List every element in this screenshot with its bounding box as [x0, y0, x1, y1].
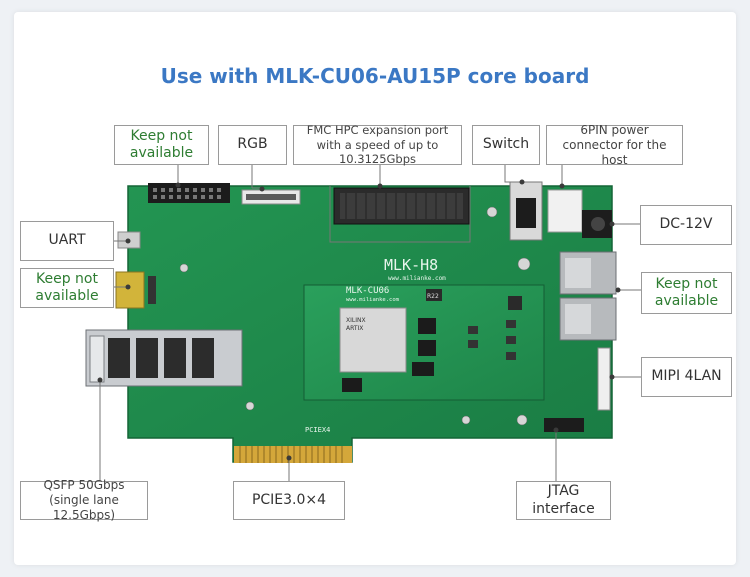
label-pcie: PCIE3.0×4 [233, 481, 345, 520]
label-jtag: JTAG interface [516, 481, 611, 520]
label-keep-not-available-right: Keep not available [641, 272, 732, 314]
label-rgb: RGB [218, 125, 287, 165]
page-title: Use with MLK-CU06-AU15P core board [160, 64, 590, 88]
label-6pin-power: 6PIN power connector for the host [546, 123, 683, 167]
label-uart: UART [20, 221, 114, 261]
label-keep-not-available-top: Keep not available [114, 125, 209, 165]
label-qsfp: QSFP 50Gbps (single lane 12.5Gbps) [20, 478, 148, 522]
label-switch: Switch [472, 125, 540, 165]
qsfp-cage [85, 329, 243, 387]
label-dc-12v: DC-12V [640, 205, 732, 245]
carrier-silkscreen: MLK-H8 [384, 256, 438, 274]
power-6pin-connector [547, 189, 583, 233]
label-fmc: FMC HPC expansion port with a speed of u… [293, 123, 462, 166]
svg-text:www.milianke.com: www.milianke.com [346, 297, 400, 303]
fpga-chip [339, 307, 407, 373]
svg-text:www.milianke.com: www.milianke.com [388, 275, 446, 282]
mipi-connector [597, 347, 611, 411]
svg-text:XILINX: XILINX [346, 317, 366, 324]
fmc-connector [333, 187, 470, 225]
core-silkscreen: MLK-CU06 [346, 286, 389, 296]
pcie-silkscreen: PCIEX4 [305, 426, 330, 434]
hdmi-port [115, 271, 145, 309]
svg-text:ARTIX: ARTIX [346, 325, 363, 332]
svg-text:R22: R22 [427, 293, 439, 300]
ethernet-ports [559, 251, 617, 341]
jtag-header [544, 418, 584, 432]
label-keep-not-available-left: Keep not available [20, 268, 114, 308]
pcie-gold-fingers [234, 446, 352, 463]
core-board: MLK-CU06 www.milianke.com XILINX ARTIX R… [303, 284, 545, 401]
header-top-left [148, 183, 230, 203]
leader-lines [99, 164, 641, 481]
label-mipi: MIPI 4LAN [641, 357, 732, 397]
